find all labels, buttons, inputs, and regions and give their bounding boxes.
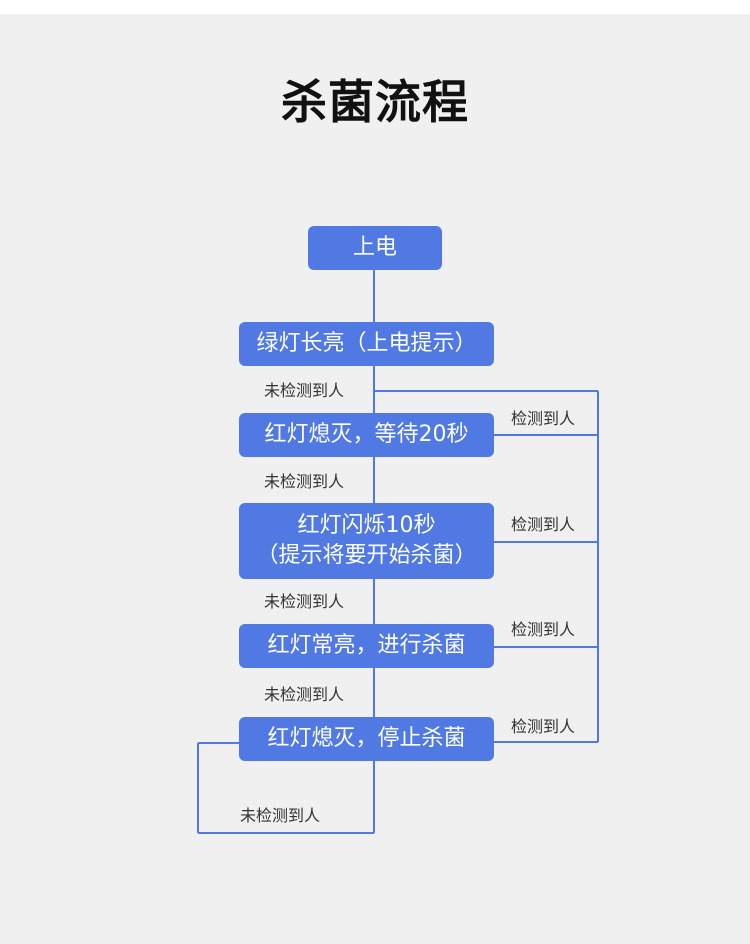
label-detected-2: 检测到人 [511,515,576,534]
label-detected-1: 检测到人 [511,409,576,428]
node-red-on-text: 红灯常亮，进行杀菌 [267,633,466,658]
node-power-on-text: 上电 [352,235,397,260]
node-green-on-text: 绿灯长亮（上电提示） [256,331,477,356]
node-power-on: 上电 [308,226,442,270]
page-title: 杀菌流程 [281,75,469,129]
label-detected-4: 检测到人 [511,717,576,736]
label-not-detected-3: 未检测到人 [264,592,345,611]
label-not-detected-4: 未检测到人 [264,685,345,704]
node-red-flash-line2: （提示将要开始杀菌） [256,543,477,568]
node-green-on: 绿灯长亮（上电提示） [239,322,494,366]
node-red-off-wait: 红灯熄灭，等待20秒 [239,413,494,457]
label-not-detected-2: 未检测到人 [264,472,345,491]
node-red-off-stop: 红灯熄灭，停止杀菌 [239,717,494,761]
label-detected-3: 检测到人 [511,620,576,639]
node-red-on: 红灯常亮，进行杀菌 [239,624,494,668]
node-red-off-stop-text: 红灯熄灭，停止杀菌 [267,726,466,751]
node-red-flash: 红灯闪烁10秒 （提示将要开始杀菌） [239,503,494,579]
label-not-detected-5: 未检测到人 [240,806,321,825]
label-not-detected-1: 未检测到人 [264,381,345,400]
node-red-flash-line1: 红灯闪烁10秒 [297,513,436,538]
node-red-off-wait-text: 红灯熄灭，等待20秒 [264,422,469,447]
